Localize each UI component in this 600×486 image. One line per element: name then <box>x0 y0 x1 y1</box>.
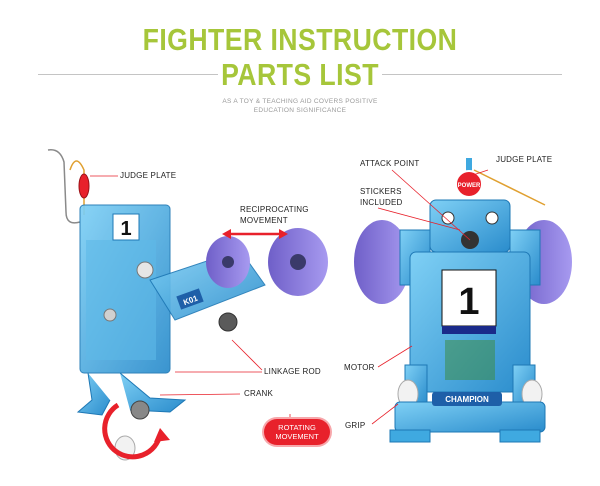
chest-checker <box>442 326 496 334</box>
chest-sticker <box>441 269 497 327</box>
plate-frame-left <box>112 213 140 241</box>
subtitle-line-2: EDUCATION SIGNIFICANCE <box>253 107 347 114</box>
label-stickers-line-2: INCLUDED <box>360 198 403 207</box>
power-button <box>455 170 483 198</box>
crank-pivot <box>218 312 238 332</box>
rotating-movement-badge: ROTATING MOVEMENT <box>264 419 330 445</box>
power-text: POWER <box>458 183 481 189</box>
foot-right-l <box>389 429 431 443</box>
body-inner-left <box>86 240 156 360</box>
base-right <box>394 401 546 433</box>
base-text: CHAMPION <box>445 395 489 404</box>
gear-left <box>136 261 154 279</box>
header-rule-left <box>38 74 218 75</box>
power-stem <box>466 158 472 172</box>
leader-lines-left <box>90 175 291 419</box>
label-judge-plate-right: JUDGE PLATE <box>496 155 553 164</box>
chest-number: 1 <box>458 281 479 323</box>
eye-left <box>441 211 455 225</box>
antenna-wire <box>47 149 81 224</box>
arm-tag-bg <box>176 288 204 310</box>
label-stickers-line-1: STICKERS <box>360 187 402 196</box>
label-attack-point: ATTACK POINT <box>360 159 420 168</box>
leader-lines-right <box>371 169 489 425</box>
label-reciprocating-line-1: RECIPROCATING <box>240 205 309 214</box>
judge-plate-left <box>78 173 90 199</box>
header-rule-right <box>382 74 562 75</box>
label-crank: CRANK <box>244 389 274 398</box>
leg-left-front <box>119 372 187 413</box>
label-reciprocating: RECIPROCATING MOVEMENT <box>240 204 309 226</box>
subtitle: AS A TOY & TEACHING AID COVERS POSITIVE … <box>0 97 600 115</box>
subtitle-line-1: AS A TOY & TEACHING AID COVERS POSITIVE <box>222 98 378 105</box>
label-grip: GRIP <box>345 421 366 430</box>
left-robot: 1 K01 <box>47 149 328 461</box>
reciprocating-arrowhead-right <box>279 229 288 239</box>
label-stickers: STICKERS INCLUDED <box>360 186 403 208</box>
disc-hub-large <box>290 254 306 270</box>
plate-number-left: 1 <box>120 218 131 240</box>
internal-gears <box>445 340 495 380</box>
label-reciprocating-line-2: MOVEMENT <box>240 216 288 225</box>
label-judge-plate-left: JUDGE PLATE <box>120 171 177 180</box>
disc-hub-small <box>222 256 234 268</box>
label-linkage-rod: LINKAGE ROD <box>264 367 321 376</box>
base-badge <box>432 392 502 406</box>
rotation-arrowhead <box>154 428 170 442</box>
title-line-1: FIGHTER INSTRUCTION <box>142 22 458 57</box>
crank-wheel <box>130 400 150 420</box>
leg-left-back <box>76 372 111 416</box>
rotating-line-1: ROTATING <box>278 423 316 432</box>
title-line-2: PARTS LIST <box>221 57 379 92</box>
reciprocating-arrowhead-left <box>222 229 231 239</box>
rotation-arrow <box>102 402 163 460</box>
rotating-line-2: MOVEMENT <box>275 432 319 441</box>
judge-wire <box>69 160 85 215</box>
label-motor: MOTOR <box>344 363 375 372</box>
foot-right-r <box>499 429 541 443</box>
right-robot: POWER 1 CHAMPION <box>354 158 572 443</box>
judge-wire-right <box>473 169 546 206</box>
gear-left-2 <box>103 308 117 322</box>
glove-left <box>354 220 410 304</box>
eye-right <box>485 211 499 225</box>
